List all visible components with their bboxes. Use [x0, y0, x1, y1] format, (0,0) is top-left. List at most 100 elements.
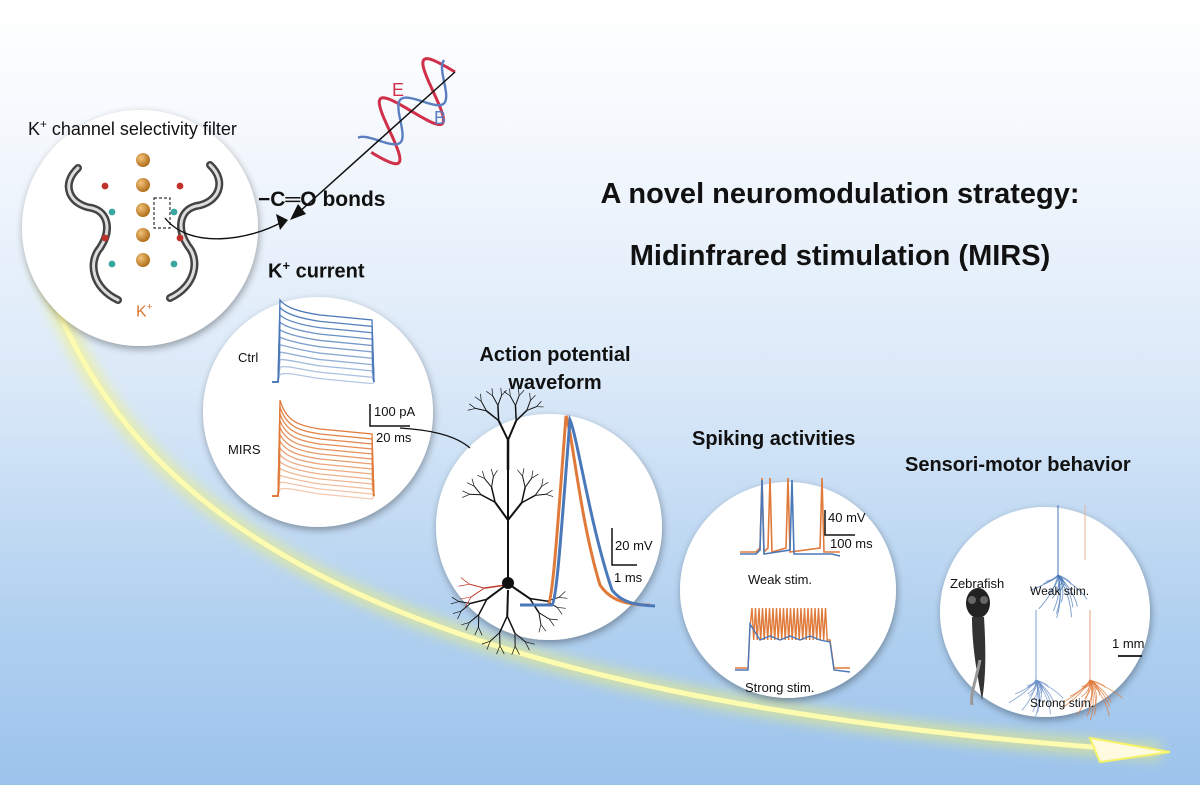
wave-axis-head	[290, 204, 306, 220]
neurite	[467, 408, 476, 411]
neurite	[494, 501, 509, 521]
behavior-weak-label: Weak stim.	[1030, 584, 1090, 598]
neurite	[486, 584, 507, 601]
current-trace	[272, 336, 375, 383]
strong-spike-trace-mirs	[735, 607, 850, 669]
light-wave	[290, 57, 456, 220]
neurite	[460, 577, 470, 585]
neurite	[462, 493, 470, 498]
potassium-ion	[136, 203, 150, 217]
ap-mirs-trace	[520, 415, 651, 607]
neurite	[534, 486, 543, 496]
neurite	[514, 646, 520, 655]
title-line-2: Midinfrared stimulation (MIRS)	[629, 240, 1051, 272]
neurite	[493, 470, 498, 477]
k-current-scale-time: 20 ms	[376, 430, 412, 445]
neurite	[509, 584, 531, 600]
neurite	[465, 596, 472, 607]
neurite	[473, 485, 482, 496]
carbonyl-oxygen	[101, 234, 109, 242]
progression-arrow	[32, 257, 1171, 764]
neurite	[500, 387, 502, 396]
ap-scale-bar	[611, 528, 637, 566]
neurite	[558, 597, 568, 599]
neurite	[478, 626, 483, 636]
neurite	[530, 394, 536, 401]
k-current-panel	[203, 297, 433, 527]
current-trace	[272, 413, 375, 497]
ap-scale-time: 1 ms	[614, 570, 643, 585]
neurite	[503, 391, 511, 397]
neurite	[461, 622, 470, 626]
neurite	[556, 607, 563, 615]
neurite	[497, 405, 500, 421]
neurite	[540, 624, 547, 632]
current-trace	[272, 372, 375, 385]
neurite	[486, 410, 500, 422]
neurite	[460, 596, 472, 600]
strong-spike-trace-ctrl	[735, 621, 851, 673]
neurite	[558, 591, 566, 598]
current-trace	[272, 433, 375, 497]
trajectory	[1089, 679, 1106, 688]
neurite	[507, 502, 523, 521]
potassium-ion	[136, 253, 150, 267]
ctrl-label: Ctrl	[238, 350, 259, 365]
bond-label: −C═O bonds	[258, 188, 386, 211]
carbonyl-oxygen	[108, 260, 116, 268]
neurite	[517, 469, 523, 477]
ap-title-line-2: waveform	[508, 372, 602, 394]
current-trace	[272, 427, 375, 497]
neurite	[480, 494, 496, 503]
neurite	[515, 409, 528, 422]
neurite	[484, 478, 492, 488]
neurite	[522, 476, 526, 488]
neurite	[450, 601, 459, 605]
weak-spike-trace-ctrl	[740, 479, 841, 557]
mirs-current-traces	[272, 399, 375, 500]
potassium-ion	[136, 178, 150, 192]
current-trace	[272, 481, 375, 497]
current-trace	[272, 343, 375, 383]
neurite	[470, 598, 487, 605]
potassium-ion-label: K+	[136, 302, 153, 321]
neurite	[501, 389, 507, 396]
current-trace	[272, 487, 375, 500]
behavior-panel	[940, 507, 1150, 717]
ap-title-line-1: Action potential	[479, 344, 631, 366]
ctrl-current-traces	[272, 298, 375, 385]
neurite	[498, 615, 508, 633]
neurite	[465, 622, 470, 631]
neurite	[482, 471, 485, 479]
neurite	[474, 626, 479, 636]
wave-axis	[297, 71, 456, 214]
neurite	[520, 487, 526, 503]
current-trace	[272, 313, 375, 383]
carbonyl-oxygen	[170, 260, 178, 268]
neurite	[471, 478, 475, 487]
neurite	[529, 392, 531, 401]
neurite	[521, 494, 536, 504]
neurite	[480, 401, 487, 412]
carbonyl-oxygen	[108, 208, 116, 216]
neurite	[481, 640, 491, 645]
spiking-strong-label: Strong stim.	[745, 680, 815, 695]
e-field-label: E	[392, 80, 405, 100]
neurite	[514, 405, 517, 421]
spiking-scale-bar	[824, 510, 855, 536]
neurite	[469, 614, 480, 623]
neurite	[509, 395, 516, 406]
neurite	[477, 474, 485, 479]
neurite	[478, 599, 488, 616]
neurite	[548, 618, 555, 627]
current-trace	[272, 453, 375, 497]
current-trace	[272, 460, 375, 497]
neurite	[490, 469, 494, 477]
current-trace	[272, 298, 375, 383]
b-field-wave	[357, 59, 448, 146]
current-trace	[272, 351, 375, 383]
neurite	[538, 624, 542, 633]
neurite	[490, 487, 496, 503]
neurite	[484, 584, 507, 589]
carbonyl-oxygen	[176, 234, 184, 242]
